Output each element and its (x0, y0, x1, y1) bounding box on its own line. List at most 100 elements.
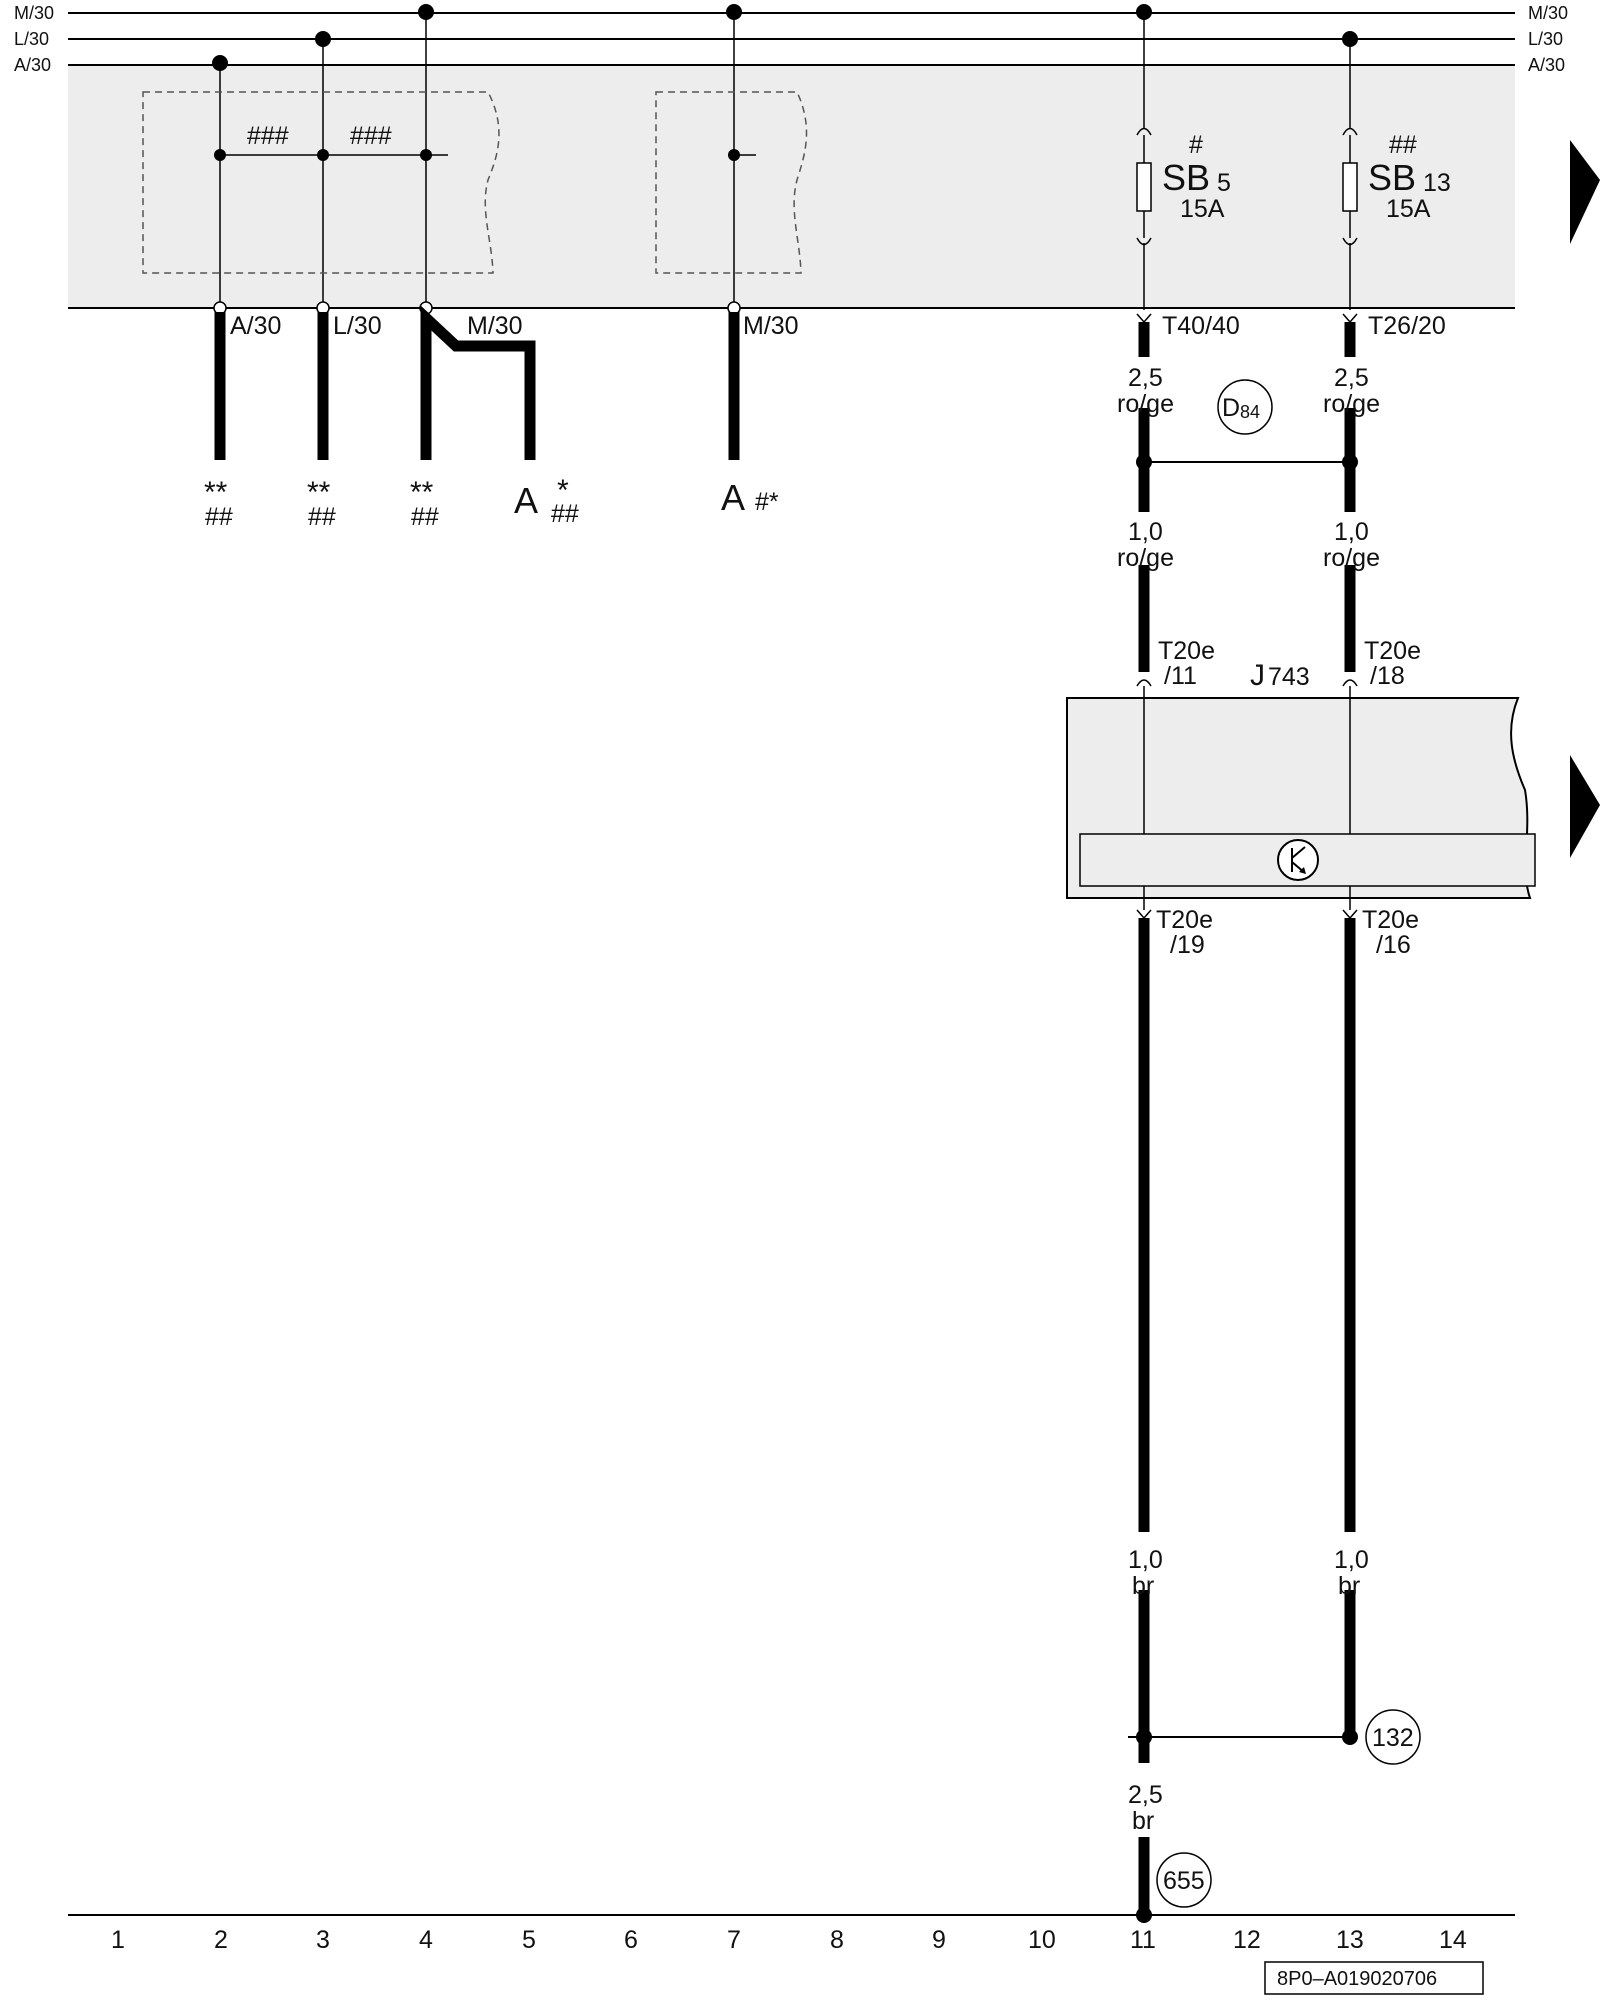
output-label-t26: T26/20 (1368, 312, 1446, 340)
rail-label-l30-left: L/30 (14, 29, 49, 49)
wire-11-low-color: br (1132, 1572, 1154, 1600)
ref-col7-mark: #* (755, 488, 779, 516)
junction-dot (1136, 454, 1152, 470)
fuse-sb5-number: 5 (1217, 169, 1231, 197)
grid-number: 6 (624, 1926, 638, 1954)
continuation-arrow-mid-icon (1570, 755, 1600, 858)
ref-col5-letter: A (514, 480, 538, 521)
wire-11-ground-size: 2,5 (1128, 1781, 1163, 1809)
ref-col3-bottom: ## (308, 503, 336, 531)
fuse-panel (68, 66, 1515, 308)
wire-13-top-size: 2,5 (1334, 364, 1369, 392)
grid-number: 7 (727, 1926, 741, 1954)
hash-label-a: ### (247, 122, 289, 150)
output-label-t40: T40/40 (1162, 312, 1240, 340)
ref-col7-letter: A (721, 477, 745, 518)
fuse-sb13-body (1342, 162, 1358, 212)
fuse-sb5: # SB 5 15A (1136, 127, 1231, 246)
pin-out-19-line2: /19 (1170, 931, 1205, 959)
wire-11-top-color: ro/ge (1117, 390, 1174, 418)
pin-in-18-line1: T20e (1364, 637, 1421, 665)
fuse-sb13-rating: 15A (1386, 195, 1431, 223)
grid-number: 14 (1439, 1926, 1467, 1954)
module-j743: J 743 T20e /11 T20e /18 T20e /19 T20e /1… (1066, 637, 1536, 959)
wire-11-ground-color: br (1132, 1807, 1154, 1835)
fuse-sb13-name: SB (1368, 157, 1416, 198)
wire-11-low-size: 1,0 (1128, 1546, 1163, 1574)
supply-rails: M/30 L/30 A/30 M/30 L/30 A/30 (14, 3, 1568, 75)
grid-number: 1 (111, 1926, 125, 1954)
doc-code-box (1264, 1961, 1484, 1995)
main-wires (1138, 322, 1356, 1915)
wire-col4-5 (420, 305, 536, 460)
junction-dot (1136, 1729, 1152, 1745)
rail-label-l30-right: L/30 (1528, 29, 1563, 49)
ref-col2-bottom: ## (205, 503, 233, 531)
ground-ref-655-circle (1156, 1852, 1212, 1908)
pin-in-11-line1: T20e (1158, 637, 1215, 665)
pin-in-18-line2: /18 (1370, 662, 1405, 690)
wire-13-low-color: br (1338, 1572, 1360, 1600)
rail-label-m30-right: M/30 (1528, 3, 1568, 23)
ref-col5-mark-bottom: ## (551, 500, 579, 528)
hash-label-b: ### (350, 122, 392, 150)
grid-number: 9 (932, 1926, 946, 1954)
grid-numbers: 1 2 3 4 5 6 7 8 9 10 11 12 13 14 (111, 1926, 1467, 1954)
wire-11-mid-size: 1,0 (1128, 518, 1163, 546)
grid-number: 11 (1130, 1926, 1156, 1954)
grid-number: 10 (1028, 1926, 1056, 1954)
pin-in-11-line2: /11 (1164, 662, 1197, 690)
module-j743-number: 743 (1268, 663, 1310, 691)
output-wires (214, 305, 740, 460)
ref-col2-top: ** (204, 476, 228, 509)
wire-13-mid-color: ro/ge (1323, 544, 1380, 572)
grid-number: 4 (419, 1926, 433, 1954)
pin-out-19-line1: T20e (1156, 906, 1213, 934)
grid-number: 13 (1336, 1926, 1364, 1954)
grid-number: 5 (522, 1926, 536, 1954)
junction-dot (1342, 1729, 1358, 1745)
ref-col4-bottom: ## (411, 503, 439, 531)
wire-13-low-size: 1,0 (1334, 1546, 1369, 1574)
grid-number: 12 (1233, 1926, 1261, 1954)
grid-number: 2 (214, 1926, 228, 1954)
fuse-sb13-number: 13 (1423, 169, 1451, 197)
fuse-sb5-mark: # (1189, 131, 1203, 159)
panel-junctions (214, 149, 740, 161)
fuse-sb13-mark: ## (1389, 131, 1417, 159)
module-j743-name: J (1250, 659, 1265, 692)
connection-d84-letter: D (1222, 394, 1240, 422)
rail-label-a30-right: A/30 (1528, 55, 1565, 75)
option-box-middle (655, 91, 808, 274)
wire-labels: 2,5 ro/ge 2,5 ro/ge 1,0 ro/ge 1,0 ro/ge … (1117, 364, 1380, 1835)
transistor-icon (1277, 839, 1319, 881)
connection-d84-number: 84 (1240, 402, 1260, 422)
ref-col4-top: ** (410, 476, 434, 509)
output-label-l30: L/30 (333, 312, 382, 340)
lead-references: ** ## ** ## ** ## A * ## A #* (204, 474, 779, 531)
ref-col3-top: ** (307, 476, 331, 509)
ref-col5-mark-top: * (557, 474, 569, 507)
ground-ref-655: 655 (1163, 1867, 1205, 1895)
junction-dot (1342, 454, 1358, 470)
connection-d84-circle (1217, 379, 1273, 435)
wire-11-mid-color: ro/ge (1117, 544, 1174, 572)
ground-ref-132-circle (1365, 1709, 1421, 1765)
fuse-sb5-name: SB (1162, 157, 1210, 198)
wire-13-top-color: ro/ge (1323, 390, 1380, 418)
wire-11-top-size: 2,5 (1128, 364, 1163, 392)
rail-label-m30-left: M/30 (14, 3, 54, 23)
rail-junctions (212, 4, 1358, 71)
fuse-sb13: ## SB 13 15A (1342, 127, 1451, 246)
fuse-sb5-body (1136, 162, 1152, 212)
output-label-a30: A/30 (230, 312, 281, 340)
wire-13-mid-size: 1,0 (1334, 518, 1369, 546)
grid-number: 3 (316, 1926, 330, 1954)
doc-code: 8P0–A019020706 (1277, 1968, 1437, 1990)
grid-number: 8 (830, 1926, 844, 1954)
output-label-m30-b: M/30 (743, 312, 799, 340)
option-box-left (142, 91, 500, 274)
output-label-m30-a: M/30 (467, 312, 523, 340)
fuse-sb5-rating: 15A (1180, 195, 1225, 223)
